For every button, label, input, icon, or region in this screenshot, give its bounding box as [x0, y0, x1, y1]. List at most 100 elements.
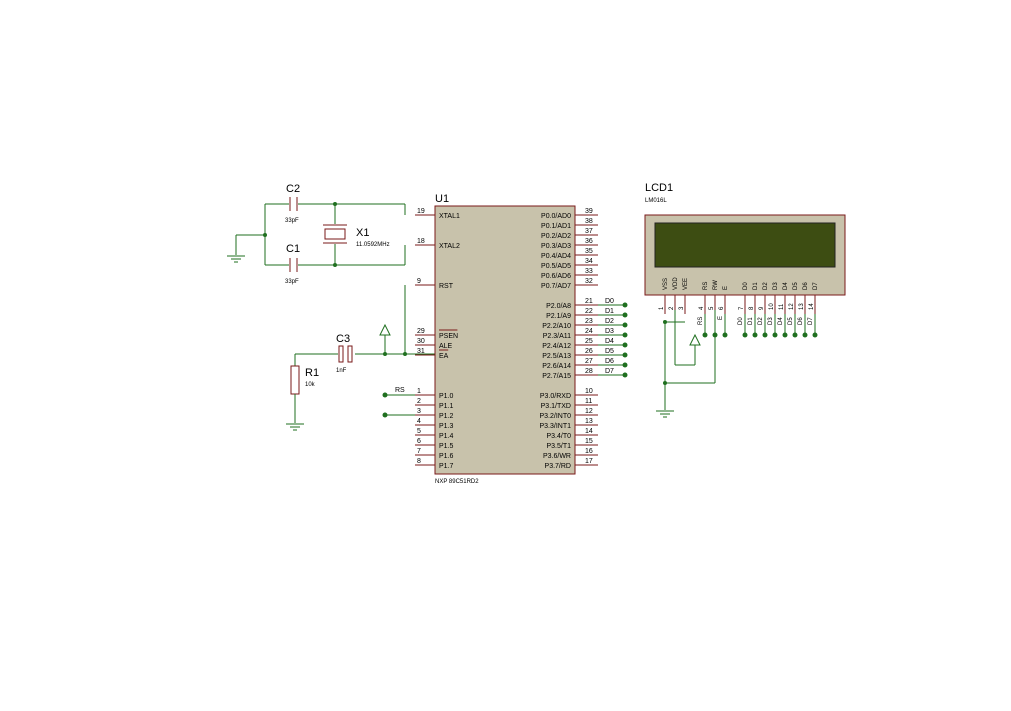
- pin-number: 12: [585, 408, 593, 415]
- u1-pin-p15[interactable]: 6P1.5: [415, 438, 454, 450]
- capacitor-c1[interactable]: C1 33pF: [265, 243, 405, 285]
- lcd-pin-d2[interactable]: D2 9: [759, 282, 769, 338]
- u1-pin-p12[interactable]: 3P1.2: [415, 408, 454, 420]
- u1-pin-p16[interactable]: 7P1.6: [415, 448, 454, 460]
- lcd-pin-d6[interactable]: D6 13: [799, 282, 809, 338]
- lcd-pin-name: D2: [763, 282, 769, 290]
- pin-number: 35: [585, 248, 593, 255]
- c1-ref: C1: [286, 243, 300, 255]
- pin-number: 4: [417, 418, 421, 425]
- pin-number: 37: [585, 228, 593, 235]
- pin-name: P3.4/T0: [546, 433, 571, 440]
- microcontroller-u1[interactable]: U1 NXP 89C51RD2 19XTAL118XTAL29RST29PSEN…: [415, 193, 598, 485]
- lcd-pin-number: 3: [679, 306, 685, 310]
- lcd-pin-d1[interactable]: D18: [749, 282, 759, 338]
- capacitor-c2[interactable]: C2 33pF: [265, 183, 405, 224]
- u1-pin-p14[interactable]: 5P1.4: [415, 428, 454, 440]
- pin-number: 11: [585, 398, 592, 405]
- pin-name: P0.4/AD4: [541, 253, 571, 260]
- ground-symbol-reset: [286, 423, 304, 431]
- pin-number: 5: [417, 428, 421, 435]
- u1-pin-p13[interactable]: 4P1.3: [415, 418, 454, 430]
- capacitor-c3[interactable]: C3 1nF: [336, 333, 353, 374]
- lcd-pin-vee[interactable]: VEE 3: [679, 278, 689, 314]
- lcd-terminal-dot: [722, 332, 728, 338]
- bus-terminal-dot: [622, 342, 628, 348]
- bus-terminal-dot: [622, 372, 628, 378]
- pin-number: 17: [585, 458, 593, 465]
- lcd-pin-e[interactable]: E6: [719, 286, 729, 338]
- pin-name: P0.2/AD2: [541, 233, 571, 240]
- lcd-pin-number: 13: [799, 303, 805, 310]
- u1-right-pins: 39P0.0/AD038P0.1/AD137P0.2/AD236P0.3/AD3…: [539, 208, 598, 470]
- pin-number: 24: [585, 328, 593, 335]
- x1-value: 11.0592MHz: [356, 242, 390, 248]
- pin-name: XTAL1: [439, 213, 460, 220]
- crystal-x1[interactable]: X1 11.0592MHz: [323, 202, 390, 267]
- lcd-rs-label: RS: [698, 317, 704, 325]
- resistor-r1[interactable]: R1 10k: [290, 354, 319, 423]
- u1-pin-p10[interactable]: 1P1.0: [415, 388, 454, 400]
- lcd-pin-name: E: [723, 286, 729, 290]
- lcd-pin-name: D6: [803, 282, 809, 290]
- pin-name: P1.4: [439, 433, 454, 440]
- pin-name: P1.5: [439, 443, 454, 450]
- bus-label: D4: [605, 338, 614, 345]
- c3-ref: C3: [336, 333, 350, 345]
- lcd-module[interactable]: LCD1 LM016L VSS1VDD2VEE3RS4RW5E6D07D18D2…: [644, 182, 846, 338]
- u1-pin-p17[interactable]: 8P1.7: [415, 458, 454, 470]
- lcd-pin-d0[interactable]: D07: [739, 282, 749, 338]
- u1-part: NXP 89C51RD2: [435, 479, 479, 485]
- pin-name: P2.6/A14: [542, 363, 571, 370]
- r1-ref: R1: [305, 367, 319, 379]
- bus-label: D6: [605, 358, 614, 365]
- lcd-terminal-dot: [752, 332, 758, 338]
- lcd-pin-number: 9: [759, 306, 765, 310]
- lcd-terminal-dot: [702, 332, 708, 338]
- pin-number: 9: [417, 278, 421, 285]
- lcd-pin-name: D5: [793, 282, 799, 290]
- u1-pin-p11[interactable]: 2P1.1: [415, 398, 454, 410]
- bus-terminal-dot: [622, 322, 628, 328]
- lcd-pin-name: VEE: [683, 278, 689, 290]
- pin-name: P1.6: [439, 453, 454, 460]
- pin-number: 14: [585, 428, 593, 435]
- lcd-pin-rs[interactable]: RS4: [699, 282, 709, 338]
